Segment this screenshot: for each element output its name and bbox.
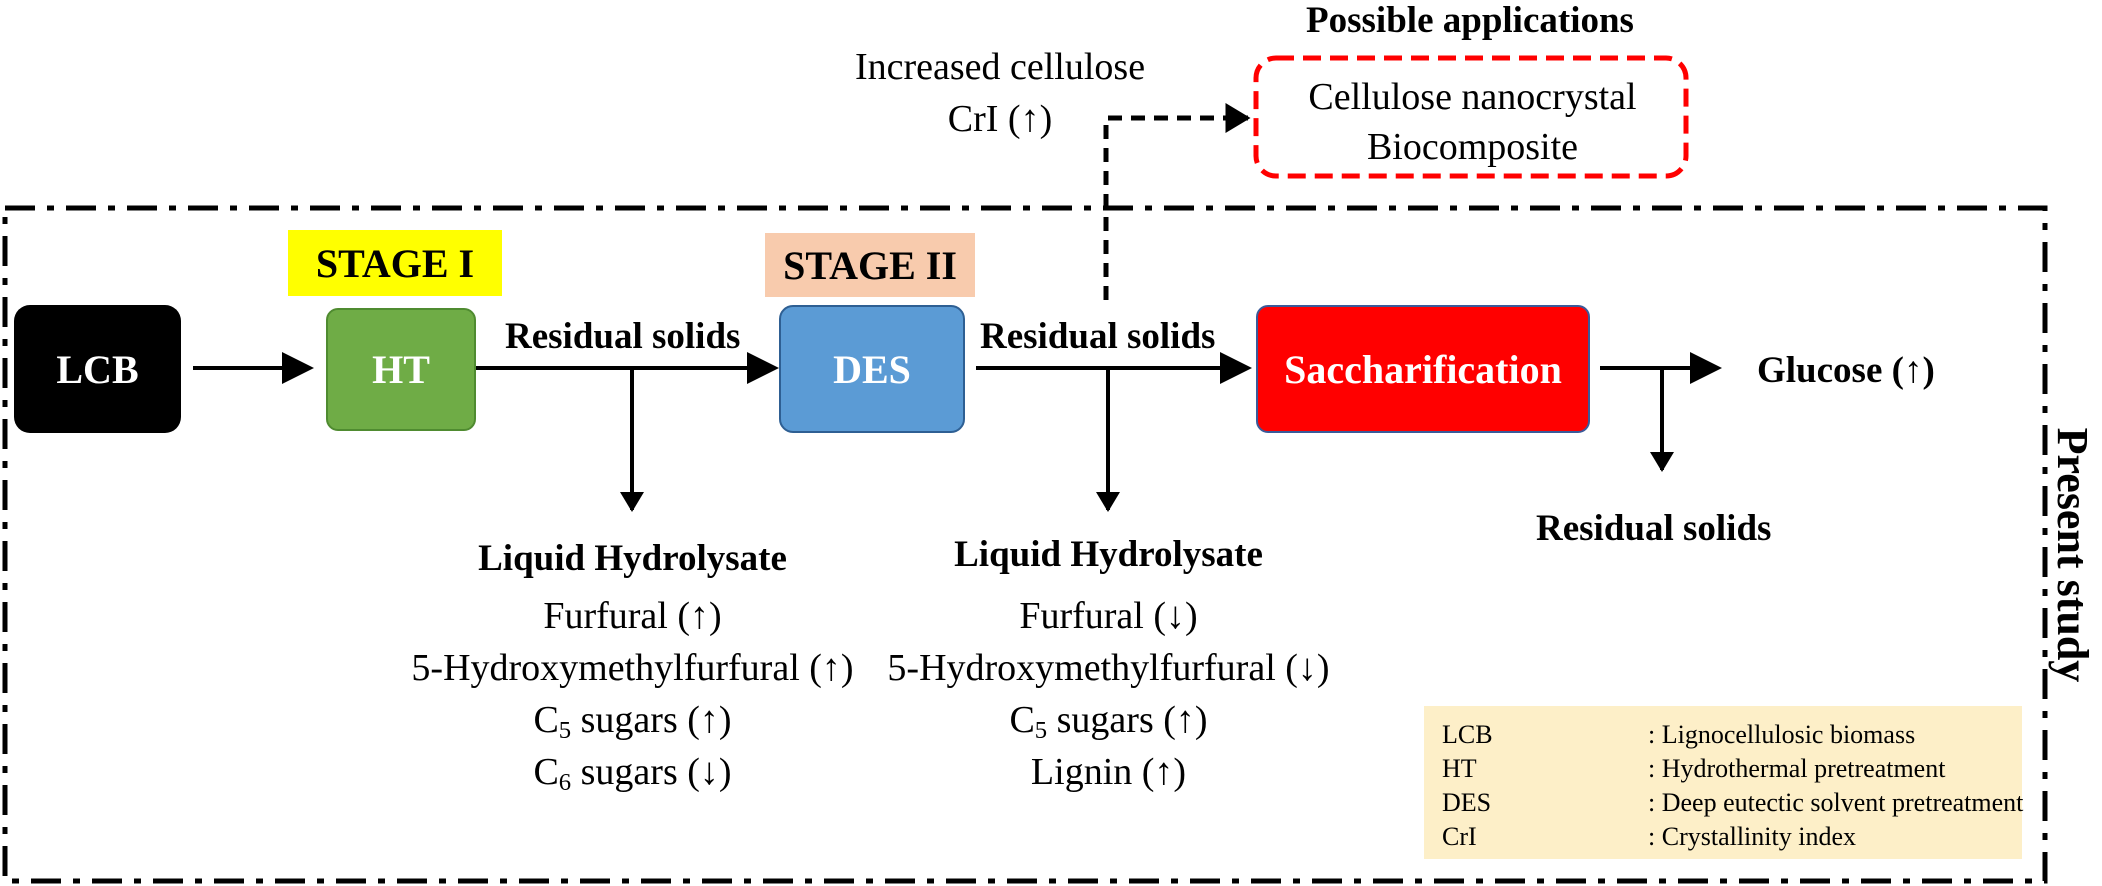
legend-box: LCB : Lignocellulosic biomass HT : Hydro…: [1424, 706, 2024, 859]
legend-abbr: HT: [1442, 754, 1477, 783]
legend-definition: : Hydrothermal pretreatment: [1648, 754, 1946, 783]
applications-title: Possible applications: [1306, 0, 1634, 41]
applications-box-border: [1253, 55, 1689, 179]
stage-1-badge: STAGE I: [288, 230, 502, 296]
stage-2-badge: STAGE II: [765, 233, 975, 297]
glucose-label: Glucose (↑): [1757, 350, 1935, 391]
hydrolysate-2-item: C5 sugars (↑): [1009, 699, 1208, 745]
hydrolysate-2-title: Liquid Hydrolysate: [954, 534, 1263, 575]
saccharification-label: Saccharification: [1284, 346, 1562, 392]
cellulose-note-line-1: Increased cellulose: [854, 46, 1146, 88]
legend-definition: : Crystallinity index: [1648, 822, 1856, 851]
arrow-to-applications: [1103, 103, 1251, 300]
hydrolysate-1-item: C6 sugars (↓): [533, 751, 732, 797]
hydrolysate-1-title: Liquid Hydrolysate: [478, 538, 787, 579]
legend-definition: : Lignocellulosic biomass: [1648, 720, 1916, 749]
hydrolysate-2-item: Lignin (↑): [1030, 751, 1187, 793]
des-box: DES: [779, 305, 965, 433]
stage-1-label: STAGE I: [315, 240, 475, 286]
lcb-box: LCB: [14, 305, 181, 433]
legend-abbr: CrI: [1442, 822, 1477, 851]
legend-abbr: DES: [1442, 788, 1492, 817]
hydrolysate-1-item: 5-Hydroxymethylfurfural (↑): [411, 647, 854, 689]
legend-abbr: LCB: [1442, 720, 1493, 749]
application-item: Cellulose nanocrystal: [1308, 76, 1637, 118]
des-label: DES: [833, 346, 911, 392]
hydrolysate-1-block: Liquid Hydrolysate Furfural (↑) 5-Hydrox…: [380, 540, 885, 805]
hydrolysate-1-item: Furfural (↑): [543, 595, 722, 637]
residual-solids-label-2: Residual solids: [980, 316, 1216, 357]
present-study-label: Present study: [2048, 427, 2097, 683]
residual-solids-label-1: Residual solids: [505, 316, 741, 357]
ht-label: HT: [372, 347, 430, 392]
legend-definition: : Deep eutectic solvent pretreatment: [1648, 788, 2024, 817]
lcb-label: LCB: [56, 346, 139, 392]
hydrolysate-1-item: C5 sugars (↑): [533, 699, 732, 745]
present-study-frame: [2, 205, 2048, 884]
hydrolysate-2-item: 5-Hydroxymethylfurfural (↓): [887, 647, 1330, 689]
application-item: Biocomposite: [1366, 126, 1579, 168]
cellulose-note-line-2: CrI (↑): [947, 98, 1053, 140]
hydrolysate-2-item: Furfural (↓): [1019, 595, 1198, 637]
ht-box: HT: [326, 308, 476, 431]
residual-solids-label-3: Residual solids: [1536, 508, 1772, 549]
hydrolysate-2-block: Liquid Hydrolysate Furfural (↓) 5-Hydrox…: [866, 536, 1351, 805]
stage-2-label: STAGE II: [783, 242, 957, 288]
saccharification-box: Saccharification: [1256, 305, 1590, 433]
